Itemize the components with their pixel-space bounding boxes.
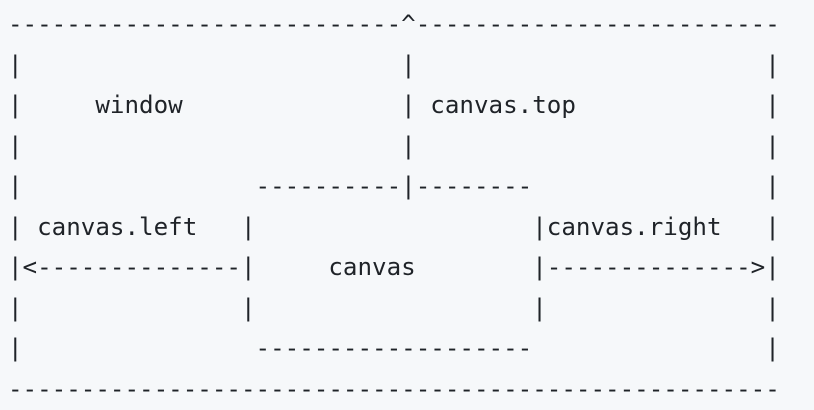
diagram-line-1: ---------------------------^------------… xyxy=(8,10,780,38)
diagram-line-7: |<--------------| canvas |--------------… xyxy=(8,253,780,281)
ascii-canvas-diagram: ---------------------------^------------… xyxy=(8,4,814,409)
diagram-line-3: | window | canvas.top | xyxy=(8,91,780,119)
diagram-line-6: | canvas.left | |canvas.right | xyxy=(8,212,780,241)
diagram-line-8: | | | | xyxy=(8,293,780,322)
diagram-line-2: | | | xyxy=(8,50,780,79)
diagram-line-4: | | | xyxy=(8,131,780,160)
diagram-line-10: ----------------------------------------… xyxy=(8,374,780,403)
diagram-line-9: | ------------------- | xyxy=(8,334,780,362)
diagram-line-5: | ----------|-------- | xyxy=(8,172,780,200)
